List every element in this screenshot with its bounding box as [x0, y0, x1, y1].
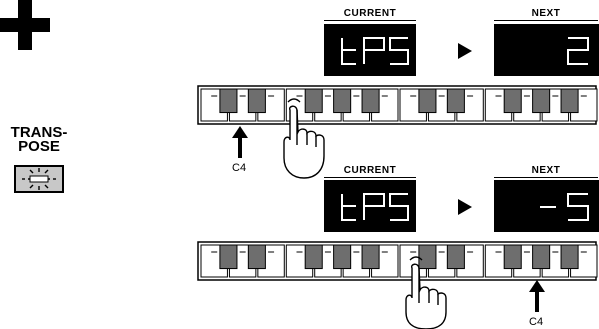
tps-segments-1: [341, 37, 409, 65]
right-triangle-icon: [458, 199, 472, 215]
right-triangle-icon: [458, 43, 472, 59]
current-label-2: CURRENT: [324, 165, 416, 178]
transpose-label: TRANS- POSE: [6, 124, 72, 155]
black-key: [304, 88, 323, 114]
black-key: [446, 88, 465, 114]
black-key: [304, 244, 323, 270]
black-key: [247, 244, 266, 270]
c4-label-1: C4: [232, 162, 247, 174]
finger-press-icon: [283, 98, 325, 179]
black-key: [361, 88, 380, 114]
next-digit-1: [567, 37, 589, 65]
black-key: [503, 244, 522, 270]
black-key: [560, 88, 579, 114]
black-key: [219, 244, 238, 270]
black-key: [532, 244, 551, 270]
black-key: [560, 244, 579, 270]
black-key: [532, 88, 551, 114]
black-key: [503, 88, 522, 114]
black-key: [333, 88, 352, 114]
black-key: [361, 244, 380, 270]
plus-icon: [0, 0, 50, 50]
transpose-label-line1: TRANS-: [10, 124, 68, 141]
up-arrow-icon: [232, 126, 248, 158]
up-arrow-icon: [529, 280, 545, 312]
black-key: [333, 244, 352, 270]
finger-press-icon: [405, 256, 447, 329]
next-label-1: NEXT: [494, 8, 598, 21]
black-key: [247, 88, 266, 114]
transpose-label-line2: POSE: [18, 138, 60, 155]
black-key: [446, 244, 465, 270]
tps-segments-2: [341, 193, 409, 221]
c4-label-2: C4: [529, 316, 544, 328]
black-key: [418, 244, 437, 270]
next-label-2: NEXT: [494, 165, 598, 178]
current-label-1: CURRENT: [324, 8, 416, 21]
next-digit-2: [540, 193, 589, 221]
black-key: [219, 88, 238, 114]
keyboard-1: [197, 85, 598, 125]
keyboard-2: [197, 241, 598, 281]
black-key: [418, 88, 437, 114]
